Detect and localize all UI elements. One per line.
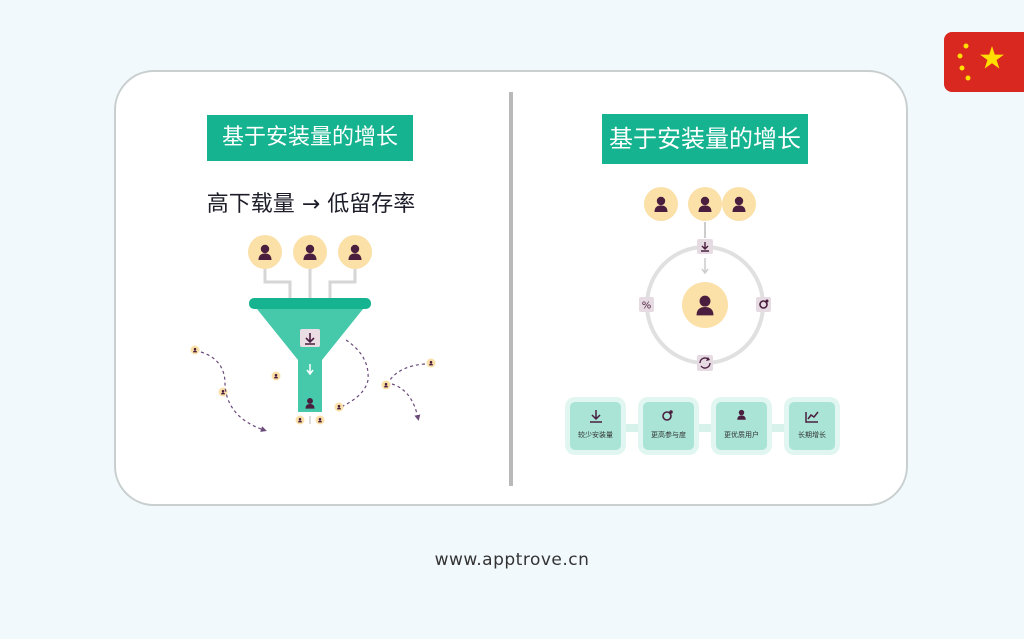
user-avatar-icon <box>688 187 722 221</box>
user-avatar-icon <box>293 235 327 269</box>
dropped-user-icon <box>334 402 344 412</box>
engagement-icon <box>662 410 673 421</box>
connector-line <box>328 268 357 298</box>
flow-step-fewer-installs: 较少安装量 <box>565 397 626 455</box>
churn-path <box>200 351 267 432</box>
flow-arrow-icon <box>701 258 709 275</box>
right-cycle-diagram: % 较少安装量 <box>565 187 840 455</box>
churn-path <box>391 383 421 421</box>
flag-small-star <box>959 65 965 71</box>
refresh-icon <box>697 355 713 371</box>
flag-small-star <box>965 75 971 81</box>
flow-step-higher-engagement: 更高参与度 <box>638 397 699 455</box>
dropped-user-icon <box>190 345 200 355</box>
china-flag-icon <box>944 32 1024 92</box>
download-icon <box>697 239 713 254</box>
dropped-user-icon <box>271 371 281 381</box>
left-panel-subtitle: 高下载量 → 低留存率 <box>206 192 416 217</box>
download-icon <box>590 410 602 423</box>
flow-step-better-users: 更优质用户 <box>711 397 772 455</box>
flow-step-long-term-growth: 长期增长 <box>784 397 840 455</box>
dropped-user-icon <box>295 415 305 425</box>
churn-path <box>389 363 426 381</box>
flow-steps: 较少安装量 更高参与度 更优质用户 长期增长 <box>565 397 840 455</box>
panel-divider <box>509 92 513 486</box>
left-panel-title: 基于安装量的增长 <box>207 115 413 161</box>
flow-step-label: 长期增长 <box>798 430 826 439</box>
dropped-user-icon <box>315 415 325 425</box>
quality-user-icon <box>682 282 728 328</box>
right-panel-title: 基于安装量的增长 <box>602 114 808 164</box>
flow-arrow-icon <box>306 364 314 376</box>
growth-chart-icon <box>805 411 819 423</box>
left-funnel-diagram <box>190 235 436 432</box>
user-avatar-icon <box>644 187 678 221</box>
download-icon <box>300 329 320 347</box>
funnel-body <box>257 309 363 412</box>
dropped-user-icon <box>381 380 391 390</box>
flag-small-star <box>963 43 969 49</box>
engagement-icon <box>756 297 771 312</box>
flag-large-star <box>980 46 1004 69</box>
flow-step-label: 较少安装量 <box>578 430 613 439</box>
flow-step-label: 更高参与度 <box>651 430 686 439</box>
user-avatar-icon <box>248 235 282 269</box>
svg-text:%: % <box>642 301 652 312</box>
flag-small-star <box>957 53 963 59</box>
flow-step-label: 更优质用户 <box>724 430 759 439</box>
percent-icon: % <box>639 297 654 312</box>
footer-url[interactable]: www.apptrove.cn <box>434 550 590 570</box>
churn-path <box>342 339 369 407</box>
user-avatar-icon <box>722 187 756 221</box>
dropped-user-icon <box>426 358 436 368</box>
user-avatar-icon <box>338 235 372 269</box>
connector-line <box>263 268 292 298</box>
funnel-rim <box>249 298 371 309</box>
